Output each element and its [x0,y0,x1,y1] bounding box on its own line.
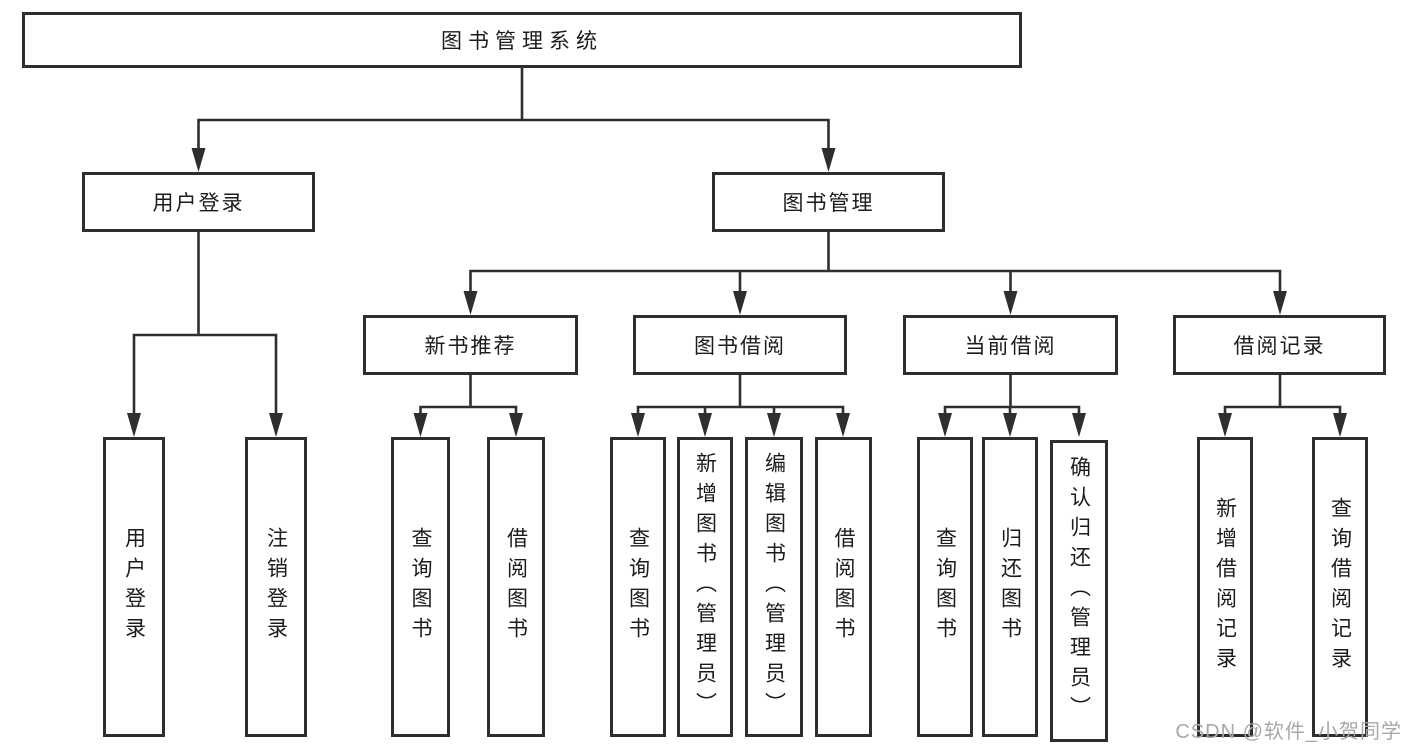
leaf-add-book-admin: 新增图书（管理员） [677,437,733,737]
leaf-query-books-borrowing: 查询图书 [610,437,666,737]
leaf-borrow-books-borrowing: 借阅图书 [815,437,872,737]
leaf-query-books-current: 查询图书 [917,437,973,737]
node-borrowing-records: 借阅记录 [1173,315,1386,375]
node-new-book-recommendation: 新书推荐 [363,315,578,375]
node-current-borrowing: 当前借阅 [903,315,1118,375]
leaf-user-login: 用户登录 [103,437,165,737]
leaf-logout-login: 注销登录 [245,437,307,737]
leaf-borrow-books-recommend: 借阅图书 [487,437,545,737]
node-book-borrowing: 图书借阅 [633,315,847,375]
node-user-login: 用户登录 [82,172,315,232]
leaf-query-borrowing-record: 查询借阅记录 [1312,437,1368,737]
leaf-return-books: 归还图书 [982,437,1038,737]
leaf-add-borrowing-record: 新增借阅记录 [1197,437,1253,737]
node-library-management-system: 图书管理系统 [22,12,1022,68]
node-book-management: 图书管理 [712,172,945,232]
watermark: CSDN @软件_小贺同学 [1175,721,1402,743]
leaf-edit-book-admin: 编辑图书（管理员） [745,437,803,737]
leaf-confirm-return-admin: 确认归还（管理员） [1050,440,1108,742]
leaf-query-books-recommend: 查询图书 [391,437,450,737]
